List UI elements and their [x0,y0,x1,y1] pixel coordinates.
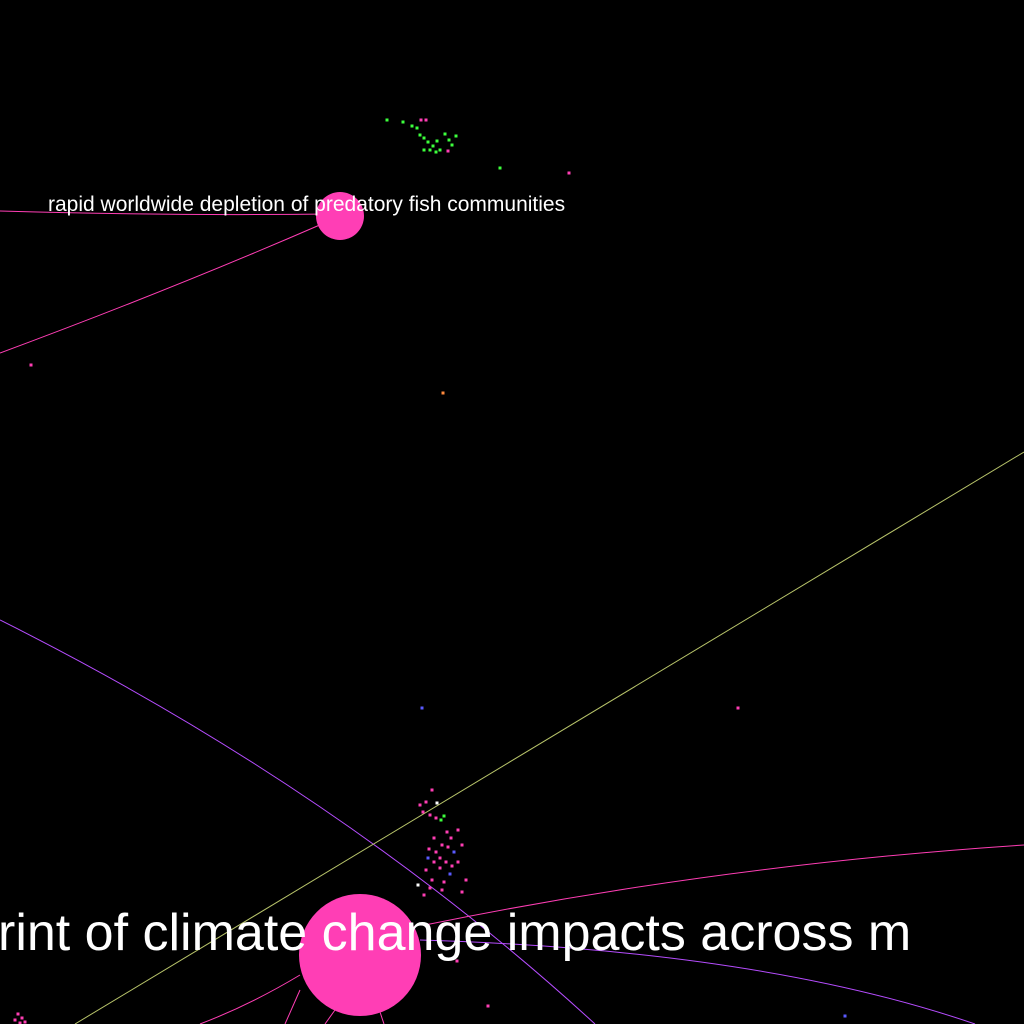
small-node-19[interactable] [434,150,438,154]
small-node-59[interactable] [464,878,468,882]
small-node-60[interactable] [416,883,420,887]
small-node-65[interactable] [16,1012,20,1016]
small-node-20[interactable] [498,166,502,170]
edge-violet-right-arc [419,939,976,1024]
small-node-25[interactable] [736,706,740,710]
edge-fish-lower-left [0,223,323,354]
small-node-53[interactable] [456,860,460,864]
small-node-1[interactable] [401,120,405,124]
edge-pink-down-2 [379,1011,385,1024]
edge-pink-right-arc [424,844,1024,926]
small-node-51[interactable] [444,860,448,864]
small-node-50[interactable] [438,856,442,860]
small-node-48[interactable] [426,856,430,860]
small-node-2[interactable] [410,124,414,128]
small-node-38[interactable] [445,830,449,834]
small-node-49[interactable] [432,860,436,864]
small-node-5[interactable] [424,118,428,122]
small-node-23[interactable] [441,391,445,395]
climate-change-node-label: rint of climate change impacts across m [0,904,911,962]
small-node-56[interactable] [448,872,452,876]
small-node-3[interactable] [415,126,419,130]
small-node-55[interactable] [438,866,442,870]
small-node-46[interactable] [452,850,456,854]
small-node-18[interactable] [446,149,450,153]
small-node-58[interactable] [442,880,446,884]
small-node-41[interactable] [432,836,436,840]
small-node-63[interactable] [460,890,464,894]
small-node-39[interactable] [449,836,453,840]
small-node-26[interactable] [843,1014,847,1018]
edge-fish-left [0,210,331,216]
small-node-8[interactable] [426,140,430,144]
small-node-67[interactable] [13,1018,17,1022]
small-node-37[interactable] [442,814,446,818]
small-node-34[interactable] [428,813,432,817]
small-node-66[interactable] [20,1016,24,1020]
edge-olive-diagonal [74,451,1024,1024]
small-node-21[interactable] [567,171,571,175]
edge-pink-down-3 [284,989,301,1024]
small-node-10[interactable] [435,139,439,143]
small-node-30[interactable] [418,803,422,807]
edge-layer [0,210,1024,1024]
small-node-45[interactable] [446,845,450,849]
small-node-61[interactable] [428,886,432,890]
small-node-54[interactable] [424,868,428,872]
small-node-68[interactable] [23,1020,27,1024]
small-node-32[interactable] [435,801,439,805]
small-node-64[interactable] [422,893,426,897]
small-node-29[interactable] [430,788,434,792]
small-node-14[interactable] [450,143,454,147]
small-node-11[interactable] [438,148,442,152]
predatory-fish-node-label: rapid worldwide depletion of predatory f… [48,193,565,216]
small-node-28[interactable] [455,959,459,963]
edge-pink-down-1 [324,1009,336,1024]
small-node-24[interactable] [420,706,424,710]
small-node-35[interactable] [434,816,438,820]
edge-violet-left-arc [0,619,596,1024]
edge-pink-lower-left [199,974,301,1024]
small-node-40[interactable] [456,828,460,832]
small-node-27[interactable] [486,1004,490,1008]
small-node-13[interactable] [447,138,451,142]
small-node-layer [13,118,847,1024]
small-node-62[interactable] [440,888,444,892]
small-node-7[interactable] [422,136,426,140]
small-node-57[interactable] [430,878,434,882]
small-node-22[interactable] [29,363,33,367]
small-node-17[interactable] [422,148,426,152]
climate-change-node-circle[interactable] [299,894,421,1016]
small-node-43[interactable] [427,847,431,851]
predatory-fish-node-circle[interactable] [316,192,364,240]
small-node-6[interactable] [418,133,422,137]
small-node-33[interactable] [421,810,425,814]
small-node-9[interactable] [431,144,435,148]
small-node-47[interactable] [460,843,464,847]
small-node-52[interactable] [450,864,454,868]
small-node-44[interactable] [434,850,438,854]
small-node-0[interactable] [385,118,389,122]
small-node-69[interactable] [18,1021,22,1024]
small-node-36[interactable] [439,818,443,822]
small-node-31[interactable] [424,800,428,804]
small-node-4[interactable] [419,118,423,122]
small-node-12[interactable] [443,132,447,136]
small-node-42[interactable] [440,843,444,847]
small-node-15[interactable] [454,134,458,138]
small-node-16[interactable] [428,148,432,152]
